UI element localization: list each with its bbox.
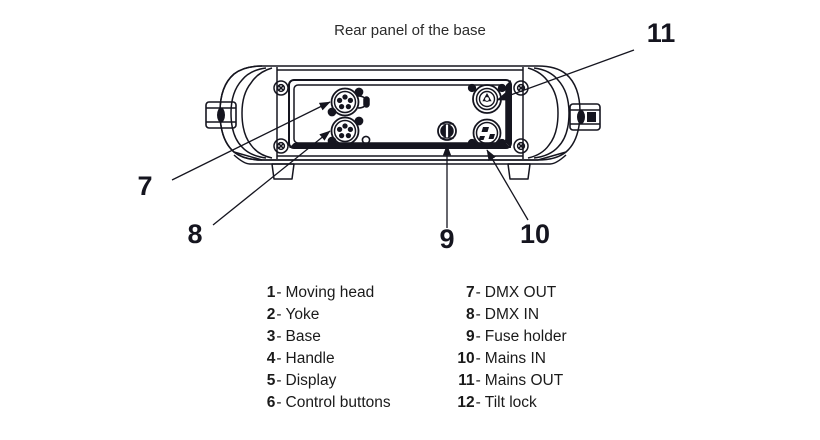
- legend-item: 4 - Handle: [253, 349, 390, 369]
- callout-label-8: 8: [187, 219, 202, 249]
- leader-line-7: [171, 101, 331, 181]
- leader-line-10: [486, 149, 529, 221]
- legend-item: 8 - DMX IN: [453, 305, 567, 325]
- legend-label: Handle: [285, 350, 335, 367]
- legend-item: 3 - Base: [253, 327, 390, 347]
- legend-item: 1 - Moving head: [253, 283, 390, 303]
- legend-column-right: 7 - DMX OUT 8 - DMX IN 9 - Fuse holder 1…: [453, 283, 567, 413]
- legend-label: Base: [285, 328, 321, 345]
- legend-item: 6 - Control buttons: [253, 393, 391, 413]
- legend-number: 3: [266, 328, 276, 345]
- legend-number: 11: [458, 372, 475, 389]
- legend-number: 12: [457, 394, 475, 411]
- legend-dash: -: [276, 328, 282, 345]
- legend-number: 4: [266, 350, 276, 367]
- legend-item: 7 - DMX OUT: [453, 283, 567, 303]
- legend-number: 8: [466, 306, 475, 323]
- legend-item: 12 - Tilt lock: [453, 393, 567, 413]
- housing-under-curve: [233, 154, 567, 165]
- right-cap-rib-2: [527, 67, 559, 159]
- legend-dash: -: [276, 372, 282, 389]
- right-cap-rib-1: [533, 67, 570, 159]
- legend-dash: -: [475, 328, 481, 345]
- legend-label: DMX IN: [484, 306, 540, 323]
- legend-dash: -: [475, 394, 481, 411]
- legend-dash: -: [475, 372, 481, 389]
- legend-dash: -: [276, 350, 282, 367]
- callout-label-10: 10: [520, 219, 550, 249]
- panel-shadow-right: [506, 80, 511, 148]
- legend-item: 10 - Mains IN: [453, 349, 567, 369]
- legend-column-left: 1 - Moving head 2 - Yoke 3 - Base 4 - Ha…: [253, 283, 391, 413]
- panel-screw-top-left: [273, 80, 289, 96]
- legend-number: 2: [266, 306, 276, 323]
- legend-label: Display: [285, 372, 337, 389]
- diagram-svg: 7 8 9 10 11: [137, 18, 676, 254]
- legend-label: DMX OUT: [484, 284, 557, 301]
- fuse-holder[interactable]: [437, 121, 457, 141]
- legend: 1 - Moving head 2 - Yoke 3 - Base 4 - Ha…: [0, 283, 820, 413]
- legend-label: Tilt lock: [484, 394, 537, 411]
- left-cap-rib-2: [241, 67, 273, 159]
- legend-dash: -: [475, 284, 481, 301]
- legend-label: Moving head: [285, 284, 375, 301]
- mains-out-connector[interactable]: [467, 83, 507, 114]
- leader-line-11: [496, 49, 635, 101]
- base-housing: [205, 65, 601, 180]
- panel-screw-bottom-right: [513, 138, 529, 154]
- legend-number: 1: [266, 284, 276, 301]
- legend-number: 6: [266, 394, 276, 411]
- legend-label: Fuse holder: [484, 328, 567, 345]
- callout-leader-lines: [171, 49, 635, 228]
- legend-label: Mains OUT: [484, 372, 564, 389]
- panel-screw-bottom-left: [273, 138, 289, 154]
- housing-corner-bevel: [233, 151, 567, 161]
- tilt-lock-handle-right[interactable]: [569, 103, 601, 131]
- legend-label: Control buttons: [285, 394, 391, 411]
- legend-number: 10: [457, 350, 475, 367]
- legend-number: 5: [266, 372, 276, 389]
- callout-label-9: 9: [439, 224, 454, 254]
- legend-dash: -: [475, 306, 481, 323]
- callout-label-7: 7: [137, 171, 152, 201]
- left-cap-rib-1: [230, 67, 267, 159]
- legend-label: Mains IN: [484, 350, 546, 367]
- callout-label-11: 11: [647, 18, 676, 48]
- legend-item: 2 - Yoke: [253, 305, 390, 325]
- mains-in-connector[interactable]: [467, 118, 507, 148]
- tilt-lock-handle-left[interactable]: [205, 101, 237, 129]
- legend-number: 9: [466, 328, 475, 345]
- base-foot-left: [271, 163, 295, 180]
- rear-panel-diagram: 7 8 9 10 11: [137, 18, 676, 254]
- legend-item: 5 - Display: [253, 371, 390, 391]
- legend-label: Yoke: [285, 306, 320, 323]
- legend-dash: -: [276, 306, 282, 323]
- figure-title: Rear panel of the base: [334, 22, 486, 39]
- base-foot-right: [507, 163, 531, 180]
- legend-item: 9 - Fuse holder: [453, 327, 567, 347]
- legend-dash: -: [276, 394, 282, 411]
- legend-dash: -: [475, 350, 481, 367]
- leader-line-8: [212, 130, 331, 226]
- legend-dash: -: [276, 284, 282, 301]
- legend-item: 11 - Mains OUT: [453, 371, 567, 391]
- dmx-out-connector[interactable]: [327, 87, 370, 117]
- legend-number: 7: [466, 284, 475, 301]
- dmx-in-connector[interactable]: [327, 116, 371, 146]
